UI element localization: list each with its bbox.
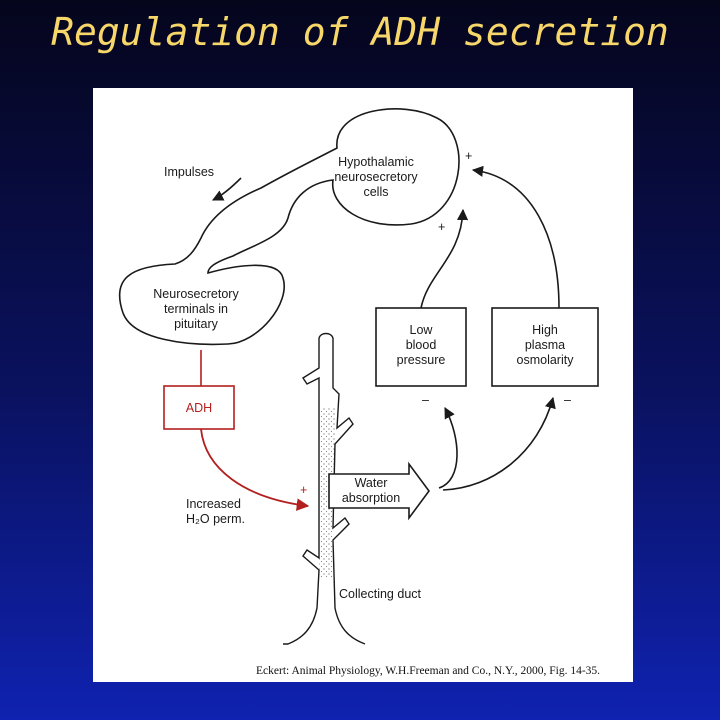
low-bp-label-2: blood — [406, 338, 437, 352]
low-bp-to-hypothalamus-arrow — [420, 208, 469, 309]
terminals-label-3: pituitary — [174, 317, 219, 331]
low-bp-label-1: Low — [410, 323, 434, 337]
slide-title: Regulation of ADH secretion — [51, 10, 669, 54]
figure-caption: Eckert: Animal Physiology, W.H.Freeman a… — [256, 665, 600, 677]
neuron-outline — [118, 108, 460, 346]
high-osm-box — [491, 307, 599, 387]
collecting-duct-outline — [283, 338, 366, 645]
water-absorption-arrow — [328, 461, 430, 521]
adh-plus: + — [300, 483, 307, 497]
adh-regulation-figure: Impulses Hypothalamic neurosecretory cel… — [93, 88, 633, 682]
high-osm-label-3: osmolarity — [517, 353, 575, 367]
duct-top — [318, 332, 334, 339]
adh-box — [163, 385, 235, 430]
collecting-duct-label: Collecting duct — [339, 587, 422, 601]
high-osm-label-2: plasma — [525, 338, 565, 352]
adh-arrow — [200, 428, 310, 511]
hypothalamic-label-3: cells — [363, 185, 388, 199]
impulses-arrow — [211, 177, 242, 201]
high-osm-label-1: High — [532, 323, 558, 337]
water-to-high-osm-arrow — [442, 396, 556, 491]
water-label-1: Water — [355, 476, 388, 490]
hypothalamic-label-1: Hypothalamic — [338, 155, 414, 169]
adh-label: ADH — [186, 401, 212, 415]
low-bp-plus: + — [438, 220, 445, 234]
diagram-canvas: Impulses Hypothalamic neurosecretory cel… — [118, 108, 600, 677]
increased-label-2: H₂O perm. — [186, 512, 245, 526]
terminals-label-1: Neurosecretory — [153, 287, 239, 301]
high-osm-to-hypothalamus-arrow — [471, 165, 560, 309]
water-label-2: absorption — [342, 491, 400, 505]
hypothalamic-label-2: neurosecretory — [334, 170, 418, 184]
terminals-label-2: terminals in — [164, 302, 228, 316]
low-bp-box — [375, 307, 467, 387]
low-bp-minus: – — [422, 393, 429, 407]
water-to-low-bp-arrow — [438, 407, 458, 489]
high-osm-minus: – — [564, 393, 571, 407]
increased-label-1: Increased — [186, 497, 241, 511]
high-osm-plus: + — [465, 149, 472, 163]
impulses-label: Impulses — [164, 165, 214, 179]
low-bp-label-3: pressure — [397, 353, 446, 367]
duct-stippled-wall — [319, 408, 335, 578]
